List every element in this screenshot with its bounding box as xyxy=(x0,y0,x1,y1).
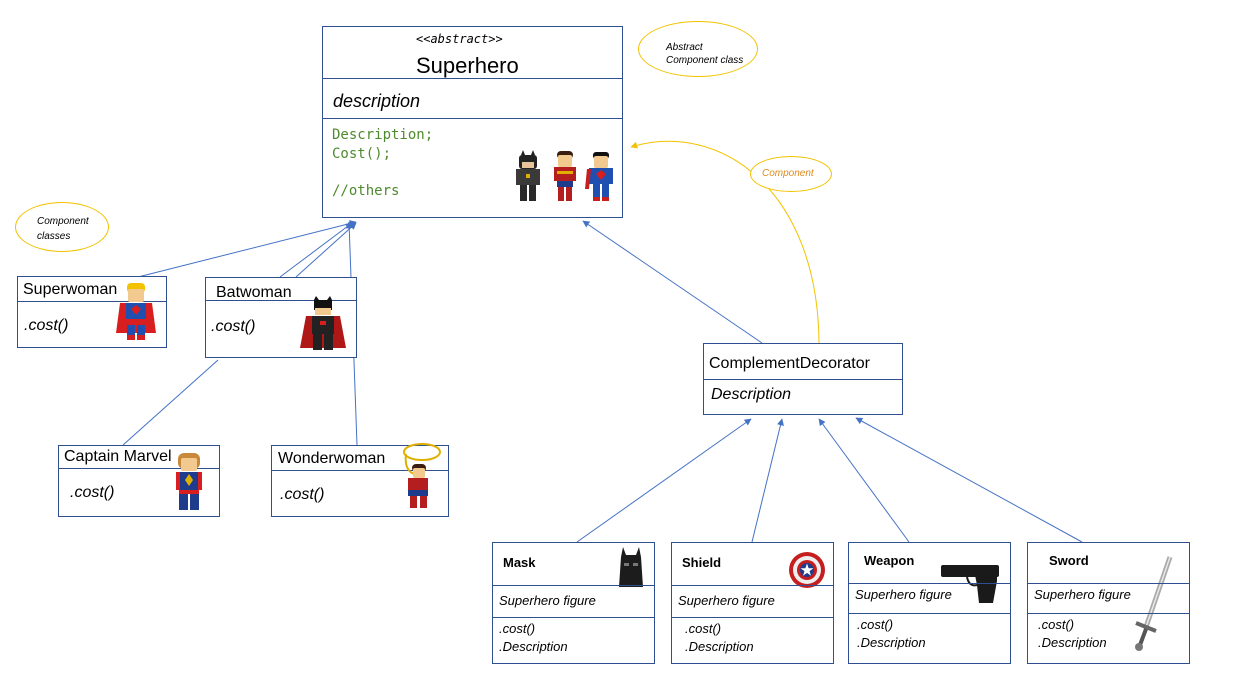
shield-method-cost: .cost() xyxy=(685,621,722,636)
shield-class-name: Shield xyxy=(682,555,722,570)
annotation-abstract-line2: Component class xyxy=(666,55,744,66)
sword-method-description: .Description xyxy=(1038,635,1107,650)
shield-icon xyxy=(789,552,825,588)
annotation-component-label: Component xyxy=(762,168,814,179)
weapon-separator-2 xyxy=(849,613,1010,614)
superhero-separator-2 xyxy=(323,118,622,119)
shield-method-description: .Description xyxy=(685,639,754,654)
superwoman-method: .cost() xyxy=(24,317,69,334)
captain-marvel-separator xyxy=(59,468,219,469)
weapon-attribute: Superhero figure xyxy=(855,587,952,602)
sword-method-cost: .cost() xyxy=(1038,617,1075,632)
batwoman-separator xyxy=(206,300,356,301)
superhero-comment: //others xyxy=(332,183,400,199)
weapon-class: Weapon Superhero figure .cost() .Descrip… xyxy=(848,542,1011,664)
batwoman-class: Batwoman .cost() xyxy=(205,277,357,358)
arrow-shield-to-decorator xyxy=(751,418,784,543)
batwoman-figure-icon xyxy=(300,296,346,350)
wonderwoman-separator xyxy=(272,470,448,471)
annotation-component-classes-line2: classes xyxy=(37,231,71,242)
superwoman-separator xyxy=(18,301,166,302)
arrow-decorator-to-superhero xyxy=(582,220,763,344)
arrow-superwoman-to-superhero xyxy=(137,220,357,278)
mask-separator-1 xyxy=(493,585,654,586)
superhero-class-name: Superhero xyxy=(416,53,519,78)
captain-marvel-class: Captain Marvel .cost() xyxy=(58,445,220,517)
arrow-weapon-to-decorator xyxy=(818,418,910,543)
wonderwoman-lasso-figure-icon xyxy=(403,443,441,508)
arrow-captain-marvel-to-superhero xyxy=(122,359,219,446)
superhero-separator-1 xyxy=(323,78,622,79)
complement-decorator-class-name: ComplementDecorator xyxy=(709,355,870,372)
sword-attribute: Superhero figure xyxy=(1034,587,1131,602)
mask-attribute: Superhero figure xyxy=(499,593,596,608)
sword-class-name: Sword xyxy=(1049,553,1089,568)
annotation-abstract-line1: Abstract xyxy=(666,42,703,53)
wonderwoman-class-name: Wonderwoman xyxy=(278,450,386,467)
lego-heroes-group-icon xyxy=(516,150,613,201)
shield-separator-1 xyxy=(672,585,833,586)
mask-icon xyxy=(619,547,643,587)
mask-method-cost: .cost() xyxy=(499,621,536,636)
captain-marvel-class-name: Captain Marvel xyxy=(64,448,172,465)
superman-figure-icon xyxy=(585,152,613,201)
weapon-separator-1 xyxy=(849,583,1010,584)
batman-figure-icon xyxy=(516,150,540,201)
arrow-batwoman-to-superhero-2 xyxy=(295,222,357,278)
mask-method-description: .Description xyxy=(499,639,568,654)
sword-separator-1 xyxy=(1028,583,1189,584)
annotation-abstract-component-class: Abstract Component class xyxy=(638,21,758,77)
sword-separator-2 xyxy=(1028,613,1189,614)
superwoman-class: Superwoman .cost() xyxy=(17,276,167,348)
shield-attribute: Superhero figure xyxy=(678,593,775,608)
arrow-batwoman-to-superhero-1 xyxy=(279,222,353,278)
superhero-stereotype: <<abstract>> xyxy=(416,32,503,46)
supergirl-figure-icon xyxy=(116,283,156,340)
complement-decorator-class: ComplementDecorator Description xyxy=(703,343,903,415)
superhero-method-cost: Cost(); xyxy=(332,146,392,162)
batwoman-class-name: Batwoman xyxy=(216,284,292,301)
sword-icon xyxy=(1135,556,1173,651)
superhero-method-description: Description; xyxy=(332,127,434,143)
superwoman-class-name: Superwoman xyxy=(23,281,118,298)
captain-marvel-figure-icon xyxy=(176,453,202,510)
mask-class-name: Mask xyxy=(503,555,536,570)
annotation-component-classes: Component classes xyxy=(15,202,109,252)
weapon-method-cost: .cost() xyxy=(857,617,894,632)
shield-separator-2 xyxy=(672,617,833,618)
arrow-mask-to-decorator xyxy=(576,418,752,543)
annotation-component-classes-line1: Component xyxy=(37,216,89,227)
superhero-attribute: description xyxy=(333,91,421,111)
weapon-class-name: Weapon xyxy=(864,553,915,568)
mask-separator-2 xyxy=(493,617,654,618)
complement-decorator-attribute: Description xyxy=(711,386,792,403)
mask-class: Mask Superhero figure .cost() .Descripti… xyxy=(492,542,655,664)
wonderwoman-method: .cost() xyxy=(280,486,325,503)
batwoman-method: .cost() xyxy=(211,318,256,335)
sword-class: Sword Superhero figure .cost() .Descript… xyxy=(1027,542,1190,664)
weapon-method-description: .Description xyxy=(857,635,926,650)
annotation-component: Component xyxy=(750,156,832,192)
shield-class: Shield Superhero figure .cost() .Descrip… xyxy=(671,542,834,664)
captain-marvel-method: .cost() xyxy=(70,484,115,501)
arrow-sword-to-decorator xyxy=(855,417,1083,543)
complement-decorator-separator xyxy=(704,379,902,380)
wonderwoman-figure-icon xyxy=(554,151,576,201)
wonderwoman-class: Wonderwoman .cost() xyxy=(271,443,449,517)
pistol-icon xyxy=(941,565,999,603)
superhero-class: <<abstract>> Superhero description Descr… xyxy=(322,26,623,218)
